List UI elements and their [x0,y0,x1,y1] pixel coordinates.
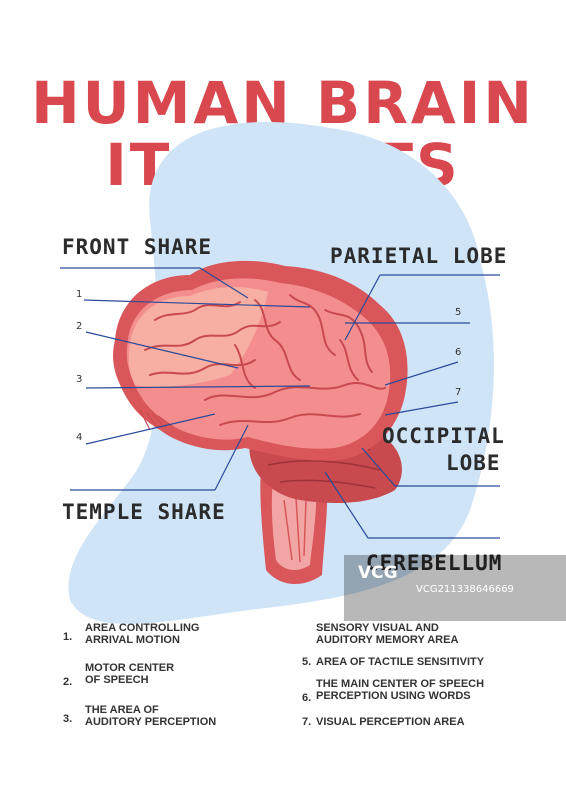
watermark-text: VCG211338646669 [416,584,514,595]
marker-2: 2 [76,321,83,332]
legend-number: 5. [302,656,312,668]
watermark-logo: VCG [358,563,398,583]
marker-6: 6 [455,347,462,358]
legend-item-5: 5. AREA OF TACTILE SENSITIVITY [302,656,542,672]
label-front-share: FRONT SHARE [62,235,213,259]
legend-item-3: 3. THE AREA OF AUDITORY PERCEPTION [63,704,263,734]
label-parietal-lobe: PARIETAL LOBE [330,244,508,268]
legend-text: THE MAIN CENTER OF SPEECH PERCEPTION USI… [316,678,485,702]
legend-number: 6. [302,692,312,704]
legend-item-1: 1. AREA CONTROLLING ARRIVAL MOTION [63,622,263,652]
legend-item-6: 6. THE MAIN CENTER OF SPEECH PERCEPTION … [302,678,542,708]
legend-number: 1. [63,631,73,643]
marker-1: 1 [76,289,83,300]
watermark: VCG VCG211338646669 [344,555,566,621]
legend-item-2: 2. MOTOR CENTER OF SPEECH [63,662,263,692]
label-cerebellum: CEREBELLUM [366,551,503,575]
legend-text: SENSORY VISUAL AND AUDITORY MEMORY AREA [316,622,459,646]
legend-number: 2. [63,676,73,688]
marker-4: 4 [76,432,83,443]
legend-text: VISUAL PERCEPTION AREA [316,716,465,728]
legend-number: 7. [302,716,312,728]
marker-5: 5 [455,307,462,318]
marker-7: 7 [455,387,462,398]
legend-item-7: 7. VISUAL PERCEPTION AREA [302,716,542,732]
legend-text: AREA CONTROLLING ARRIVAL MOTION [85,622,200,646]
legend-number: 3. [63,713,73,725]
label-temple-share: TEMPLE SHARE [62,500,226,524]
marker-3: 3 [76,374,83,385]
legend-text: AREA OF TACTILE SENSITIVITY [316,656,485,668]
label-occipital: OCCIPITAL [382,424,505,448]
label-occipital-lobe: LOBE [446,451,501,475]
legend-text: MOTOR CENTER OF SPEECH [85,662,175,686]
legend-item-4: SENSORY VISUAL AND AUDITORY MEMORY AREA [302,622,542,652]
legend-text: THE AREA OF AUDITORY PERCEPTION [85,704,217,728]
